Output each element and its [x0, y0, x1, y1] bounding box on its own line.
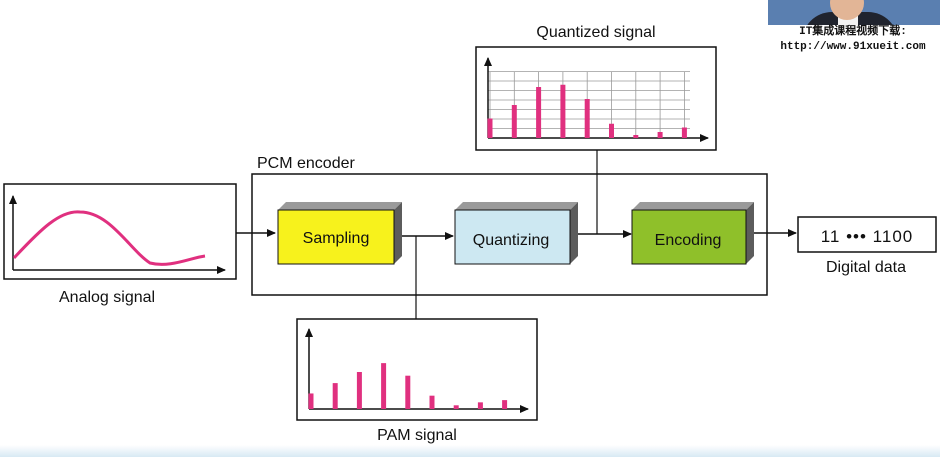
sampling-block: Sampling — [277, 202, 402, 265]
watermark: IT集成课程视频下载: http://www.91xueit.com — [766, 25, 940, 55]
encoding-label: Encoding — [655, 232, 722, 249]
quantized-sample-bar — [511, 105, 517, 138]
digital-data-box — [797, 216, 937, 253]
pam-sample-bar — [381, 363, 387, 409]
quantized-sample-bar — [681, 127, 687, 138]
watermark-line1: IT集成课程视频下载: — [799, 26, 907, 38]
quantized-sample-bar — [487, 118, 493, 138]
bottom-strip — [0, 445, 940, 457]
quantized-sample-bar — [657, 132, 663, 138]
pam-sample-bar — [429, 395, 435, 409]
webcam-overlay — [768, 0, 940, 25]
pam-sample-bar — [356, 372, 362, 409]
quantized-sample-bar — [633, 135, 639, 138]
quantizing-block: Quantizing — [454, 202, 578, 265]
encoding-block: Encoding — [631, 202, 754, 265]
pcm-encoder-label: PCM encoder — [257, 155, 355, 172]
pam-signal-label: PAM signal — [377, 427, 457, 444]
pam-sample-bar — [332, 383, 338, 409]
quantized-sample-bar — [560, 84, 566, 138]
digital-data-value: 11 ••• 1100 — [821, 227, 914, 246]
pam-signal-panel — [296, 318, 538, 421]
quantized-sample-bar — [536, 87, 542, 138]
pam-sample-bar — [453, 405, 459, 409]
quantized-signal-label: Quantized signal — [536, 24, 655, 41]
quantized-sample-bar — [584, 99, 590, 138]
pam-sample-bar — [405, 375, 411, 409]
quantizing-label: Quantizing — [473, 232, 550, 249]
analog-signal-label: Analog signal — [59, 289, 155, 306]
pam-sample-bar — [308, 393, 314, 409]
pam-sample-bar — [477, 402, 483, 409]
sampling-label: Sampling — [303, 230, 370, 247]
quantized-sample-bar — [609, 123, 614, 138]
pam-sample-bar — [502, 400, 508, 409]
quantized-signal-panel — [475, 46, 717, 151]
analog-signal-panel — [3, 183, 237, 280]
watermark-line2: http://www.91xueit.com — [780, 41, 926, 53]
digital-data-label: Digital data — [826, 259, 906, 276]
analog-waveform — [12, 210, 206, 266]
